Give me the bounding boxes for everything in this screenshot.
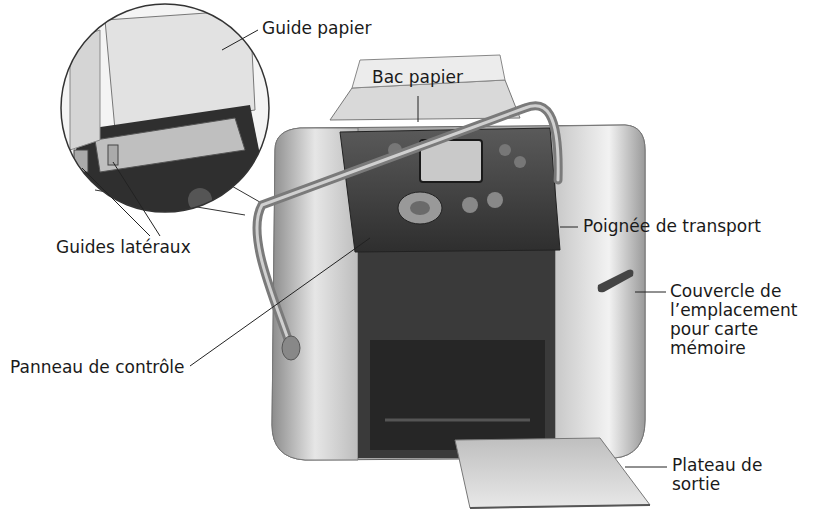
part-label: Bac papier: [372, 68, 463, 87]
part-label: Couvercle de l’emplacement pour carte mé…: [670, 282, 808, 358]
part-label: Guide papier: [262, 19, 372, 38]
part-label: Guides latéraux: [56, 238, 191, 257]
part-label: Panneau de contrôle: [10, 358, 185, 377]
part-label: Plateau de sortie: [672, 456, 790, 494]
part-label: Poignée de transport: [583, 217, 761, 236]
